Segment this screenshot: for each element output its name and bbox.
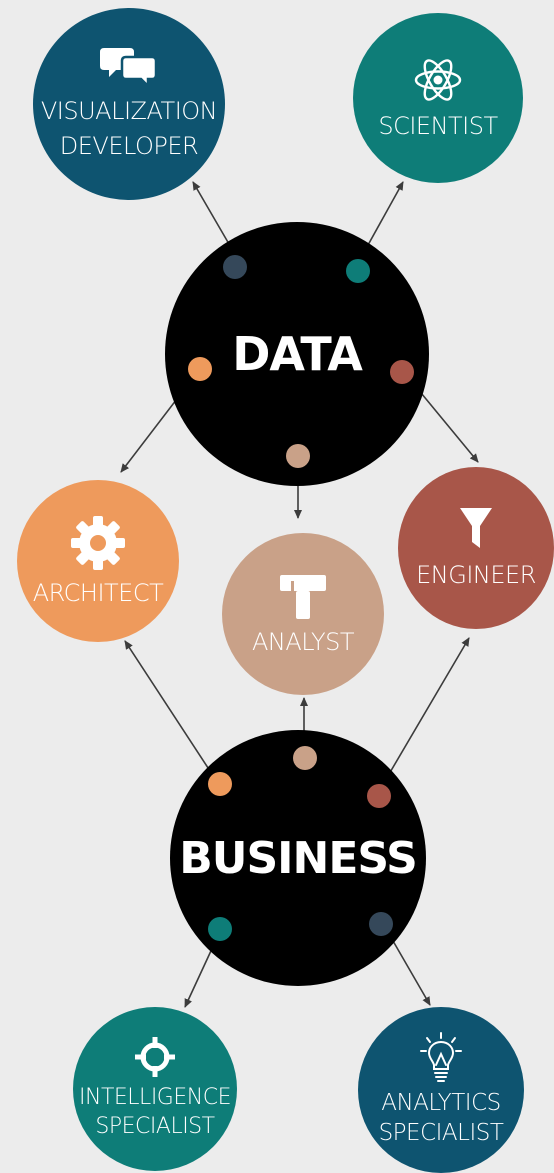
visualization-developer-node: VISUALIZATION DEVELOPER bbox=[33, 8, 225, 200]
architect-label: ARCHITECT bbox=[32, 578, 164, 607]
intelligence-specialist-label: INTELLIGENCE bbox=[79, 1085, 231, 1110]
hammer-icon bbox=[280, 574, 326, 619]
scientist-node: SCIENTIST bbox=[353, 13, 523, 183]
data-dot-rust bbox=[390, 360, 414, 384]
business-dot-slate bbox=[369, 912, 393, 936]
business-dot-teal bbox=[208, 917, 232, 941]
intelligence-specialist-label-line2: SPECIALIST bbox=[95, 1114, 215, 1139]
visualization-developer-label: VISUALIZATION bbox=[40, 97, 218, 125]
link-data-to-engineer bbox=[411, 381, 479, 463]
business-hub: BUSINESS bbox=[170, 730, 426, 986]
analytics-specialist-node: ANALYTICS SPECIALIST bbox=[358, 1007, 524, 1173]
engineer-label: ENGINEER bbox=[416, 560, 536, 589]
analytics-specialist-label: ANALYTICS bbox=[381, 1090, 501, 1116]
visualization-developer-label-line2: DEVELOPER bbox=[59, 132, 199, 160]
link-business-to-architect bbox=[124, 640, 213, 775]
business-dot-orange bbox=[208, 772, 232, 796]
gear-icon bbox=[71, 515, 125, 570]
data-hub: DATA bbox=[165, 222, 429, 486]
data-dot-tan bbox=[286, 444, 310, 468]
chat-bubbles-icon bbox=[100, 48, 158, 86]
engineer-node: ENGINEER bbox=[398, 467, 554, 629]
data-dot-orange bbox=[188, 357, 212, 381]
crosshair-icon bbox=[135, 1037, 175, 1077]
link-data-to-scientist bbox=[362, 181, 404, 255]
atom-icon bbox=[414, 58, 462, 101]
link-business-to-engineer bbox=[381, 637, 470, 787]
business-dot-rust bbox=[367, 784, 391, 808]
lightbulb-icon bbox=[420, 1032, 462, 1082]
scientist-label: SCIENTIST bbox=[378, 111, 498, 140]
analyst-node: ANALYST bbox=[222, 533, 384, 695]
link-business-to-analytics-specialist bbox=[388, 933, 431, 1006]
architect-node: ARCHITECT bbox=[17, 480, 179, 642]
funnel-icon bbox=[460, 507, 492, 548]
analytics-specialist-label-line2: SPECIALIST bbox=[378, 1120, 504, 1146]
link-data-to-visualization-developer bbox=[192, 181, 230, 245]
intelligence-specialist-node: INTELLIGENCE SPECIALIST bbox=[73, 1007, 237, 1171]
business-dot-tan bbox=[293, 746, 317, 770]
data-hub-label: DATA bbox=[232, 327, 363, 381]
business-hub-label: BUSINESS bbox=[179, 832, 418, 884]
data-dot-navy bbox=[223, 255, 247, 279]
data-dot-teal bbox=[346, 259, 370, 283]
analyst-label: ANALYST bbox=[251, 627, 355, 656]
